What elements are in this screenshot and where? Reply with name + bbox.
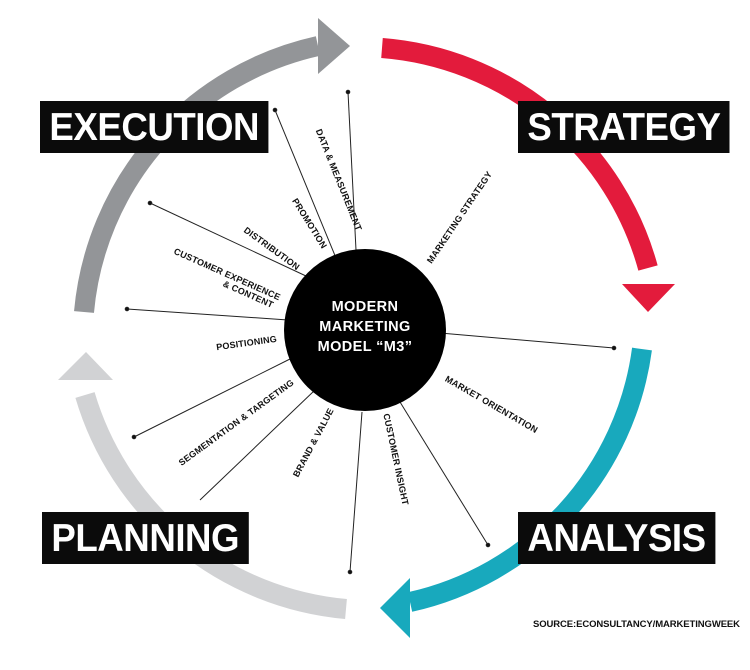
label-market-orientation: MARKET ORIENTATION (443, 374, 539, 435)
label-data-measurement: DATA & MEASUREMENT (314, 128, 364, 233)
source-credit: SOURCE:ECONSULTANCY/MARKETINGWEEK (533, 619, 740, 630)
spoke-line-marketing-strategy (439, 332, 615, 349)
label-brand-value: BRAND & VALUE (291, 406, 336, 478)
spoke-dot-positioning (124, 306, 130, 312)
label-positioning: POSITIONING (216, 334, 278, 352)
label-promotion: PROMOTION (290, 196, 329, 250)
spoke-lines (124, 89, 617, 575)
analysis-arrowhead (380, 578, 410, 638)
spoke-dot-data-measurement (345, 89, 351, 95)
spoke-line-segmentation (133, 357, 293, 438)
spoke-line-data-measurement (347, 91, 357, 251)
spoke-dot-market-orientation (485, 542, 491, 548)
strategy-arrowhead (622, 284, 675, 312)
execution-arc (74, 36, 321, 313)
label-cx-line1: CUSTOMER EXPERIENCE (172, 246, 282, 302)
spoke-line-insight (349, 411, 363, 573)
label-segmentation: SEGMENTATION & TARGETING (177, 377, 296, 467)
label-customer-insight: CUSTOMER INSIGHT (381, 413, 410, 507)
center-hub (284, 249, 446, 411)
center-line-3: MODEL “M3” (318, 339, 413, 355)
spoke-line-positioning (126, 308, 289, 321)
phase-box-planning: PLANNING (42, 512, 249, 564)
spoke-line-market-orientation (399, 401, 489, 546)
execution-arrowhead (318, 18, 350, 74)
phase-box-analysis: ANALYSIS (518, 512, 716, 564)
spoke-dot-promotion (272, 107, 278, 113)
planning-arc (75, 392, 347, 619)
planning-arrowhead (58, 352, 113, 380)
spoke-line-promotion (274, 109, 337, 259)
spoke-line-distribution (149, 202, 307, 277)
center-line-2: MARKETING (319, 319, 410, 335)
analysis-arc (407, 347, 652, 612)
phase-box-strategy: STRATEGY (518, 101, 730, 153)
label-distribution: DISTRIBUTION (242, 225, 302, 272)
strategy-arc (381, 38, 658, 271)
spoke-line-brand (199, 389, 316, 501)
phase-box-execution: EXECUTION (40, 101, 269, 153)
spoke-dot-insight (347, 569, 353, 575)
center-line-1: MODERN (332, 299, 399, 315)
spoke-dot-segmentation (131, 434, 137, 440)
spoke-dot-distribution (147, 200, 153, 206)
label-marketing-strategy: MARKETING STRATEGY (425, 169, 494, 265)
spoke-dot-marketing-strategy (611, 345, 617, 351)
